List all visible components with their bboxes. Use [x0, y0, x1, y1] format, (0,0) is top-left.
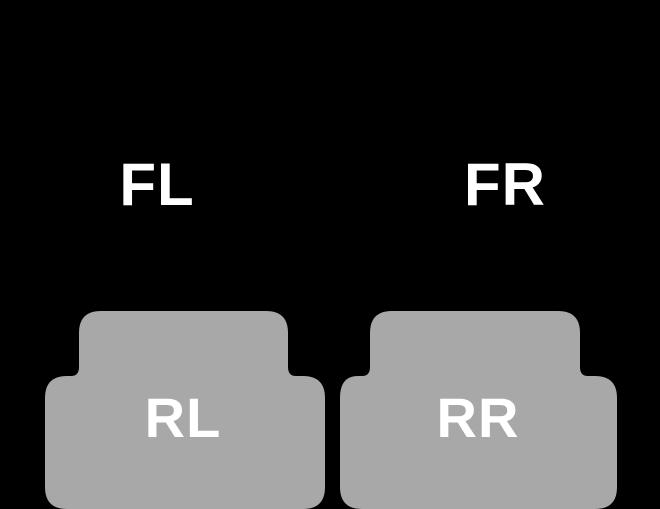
- rear-right-mat: [340, 311, 617, 509]
- front-left-label: FL: [119, 151, 195, 218]
- rear-right-label: RR: [436, 386, 520, 449]
- rear-left-mat: [45, 311, 325, 509]
- front-right-label: FR: [464, 151, 546, 218]
- rear-left-label: RL: [144, 386, 222, 449]
